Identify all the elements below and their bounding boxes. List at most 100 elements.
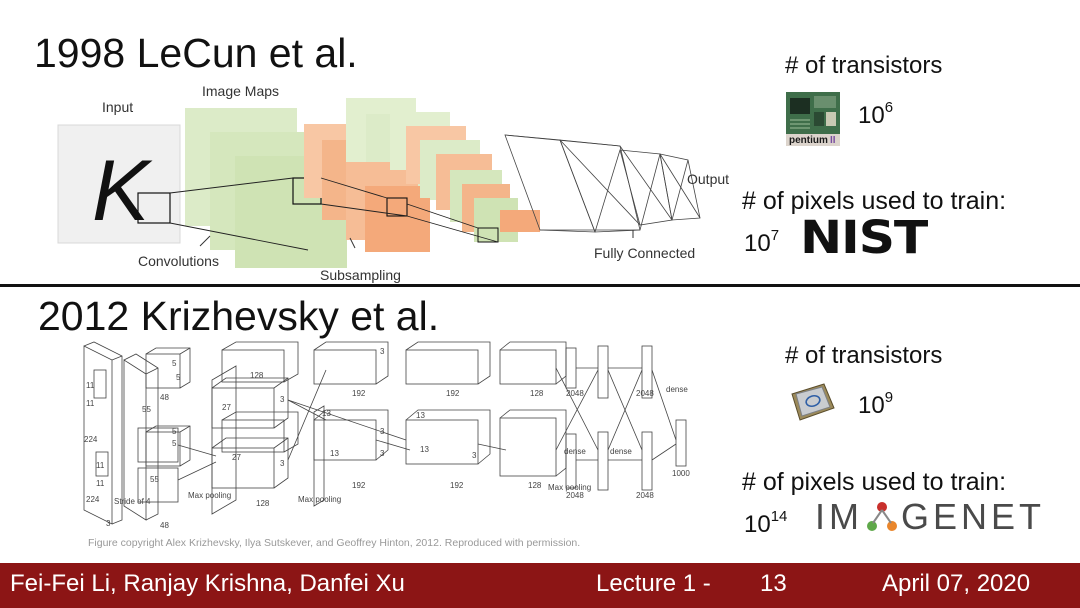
alexnet-conv5-block	[499, 417, 557, 477]
lenet-input-window	[137, 192, 171, 224]
footer-authors: Fei-Fei Li, Ranjay Krishna, Danfei Xu	[10, 570, 405, 597]
alexnet-label: 2048	[636, 389, 654, 398]
lenet-output-label: Output	[687, 171, 729, 187]
footer-lecture: Lecture 1 -	[596, 570, 711, 597]
alexnet-label: 13	[322, 409, 331, 418]
alexnet-conv1-block	[123, 359, 147, 521]
alexnet-conv4-block	[405, 349, 479, 385]
lenet-transistors-label: # of transistors	[785, 52, 943, 79]
imagenet-logo-pre: IM	[815, 496, 863, 537]
alexnet-label: 192	[446, 389, 460, 398]
alexnet-label: 11	[96, 461, 105, 470]
alexnet-label: dense	[666, 385, 688, 394]
footer-date: April 07, 2020	[882, 570, 1031, 597]
alexnet-label: 11	[96, 479, 105, 488]
figure-credit: Figure copyright Alex Krizhevsky, Ilya S…	[88, 537, 581, 549]
alexnet-label: 5	[172, 359, 177, 368]
alexnet-title: 2012 Krizhevsky et al.	[38, 293, 440, 339]
lenet-layer-window	[477, 227, 499, 243]
lenet-subsample-map	[365, 186, 430, 252]
alexnet-output-block	[675, 419, 687, 467]
alexnet-dense-block	[597, 431, 609, 491]
alexnet-label: 128	[530, 389, 544, 398]
alexnet-label: 192	[450, 481, 464, 490]
alexnet-label: 5	[172, 427, 177, 436]
alexnet-label: 55	[142, 405, 151, 414]
alexnet-label: 13	[420, 445, 429, 454]
alexnet-pixels-value: 1014	[744, 508, 788, 538]
alexnet-conv2-slab	[221, 349, 285, 383]
alexnet-label: 3	[280, 459, 285, 468]
alexnet-label: 128	[250, 371, 264, 380]
alexnet-dense-block	[641, 431, 653, 491]
lenet-conv-line	[169, 177, 294, 194]
lenet-conv-arrow	[199, 235, 211, 247]
alexnet-label: 3	[380, 427, 385, 436]
alexnet-input-window	[93, 369, 107, 399]
alexnet-diagram: 224 224 11 11 11 11 3 Stride of 4 55 55 …	[83, 341, 690, 530]
alexnet-conv2-bottom	[211, 447, 275, 489]
lenet-maps-label: Image Maps	[202, 83, 279, 99]
lenet-layer	[500, 210, 540, 232]
cpu-chip-icon	[788, 380, 836, 424]
pentium-caption: pentium	[789, 135, 828, 146]
alexnet-dense-block	[641, 345, 653, 399]
section-divider	[0, 284, 1080, 287]
alexnet-label: 2048	[566, 389, 584, 398]
alexnet-label: 3	[280, 395, 285, 404]
alexnet-dense-block	[565, 347, 577, 389]
alexnet-label: 13	[416, 411, 425, 420]
lenet-layer-line	[406, 203, 479, 229]
lenet-subsampling-arrow	[349, 237, 356, 249]
alexnet-label: 2048	[636, 491, 654, 500]
lenet-diagram: K Input Image Maps Output	[57, 83, 729, 283]
lenet-input-label: Input	[102, 99, 133, 115]
alexnet-label: 27	[222, 403, 231, 412]
nist-logo: NIST	[800, 211, 928, 264]
alexnet-conv5-block	[499, 349, 557, 385]
alexnet-label: 48	[160, 393, 169, 402]
alexnet-label: 192	[352, 389, 366, 398]
imagenet-logo-mark	[867, 502, 897, 531]
alexnet-label: Max pooling	[548, 483, 591, 492]
alexnet-label: 128	[256, 499, 270, 508]
lenet-conv-label: Convolutions	[138, 253, 219, 269]
alexnet-label: 3	[472, 451, 477, 460]
alexnet-label: 11	[86, 381, 95, 390]
alexnet-label: dense	[610, 447, 632, 456]
lenet-subsample-line	[320, 177, 388, 199]
alexnet-label: 128	[528, 481, 542, 490]
alexnet-conv3-block	[313, 419, 377, 461]
alexnet-conv1-bottom	[145, 431, 181, 467]
alexnet-label: dense	[564, 447, 586, 456]
footer-slide-number: 13	[760, 570, 787, 597]
lenet-subsampling-label: Subsampling	[320, 267, 401, 283]
imagenet-logo-post: GENET	[901, 496, 1046, 537]
alexnet-label: Max pooling	[188, 491, 231, 500]
alexnet-input-window	[95, 451, 109, 477]
lenet-title: 1998 LeCun et al.	[34, 30, 358, 76]
alexnet-label: 5	[176, 373, 181, 382]
alexnet-transistors-label: # of transistors	[785, 342, 943, 369]
alexnet-label: 48	[160, 521, 169, 530]
alexnet-label: 1000	[672, 469, 690, 478]
alexnet-label: 224	[84, 435, 98, 444]
alexnet-conv3-block	[313, 349, 377, 385]
alexnet-label: 3	[106, 519, 111, 528]
alexnet-conv1-top	[145, 353, 181, 389]
alexnet-label: 192	[352, 481, 366, 490]
alexnet-label: 5	[172, 439, 177, 448]
alexnet-label: 13	[330, 449, 339, 458]
alexnet-transistors-value: 109	[858, 389, 894, 419]
footer-bar: Fei-Fei Li, Ranjay Krishna, Danfei Xu Le…	[0, 563, 1080, 608]
alexnet-dense-block	[565, 433, 577, 489]
alexnet-label: Max pooling	[298, 495, 341, 504]
alexnet-conv2-slab	[221, 419, 285, 453]
lenet-subsample-line	[320, 203, 408, 217]
imagenet-logo: IM GENET	[815, 496, 1046, 537]
alexnet-label: Stride of 4	[114, 497, 151, 506]
pentium-caption-suffix: II	[830, 135, 836, 146]
alexnet-dense-block	[597, 345, 609, 399]
alexnet-conv4-block	[405, 419, 479, 465]
lenet-fc-label: Fully Connected	[594, 245, 695, 261]
